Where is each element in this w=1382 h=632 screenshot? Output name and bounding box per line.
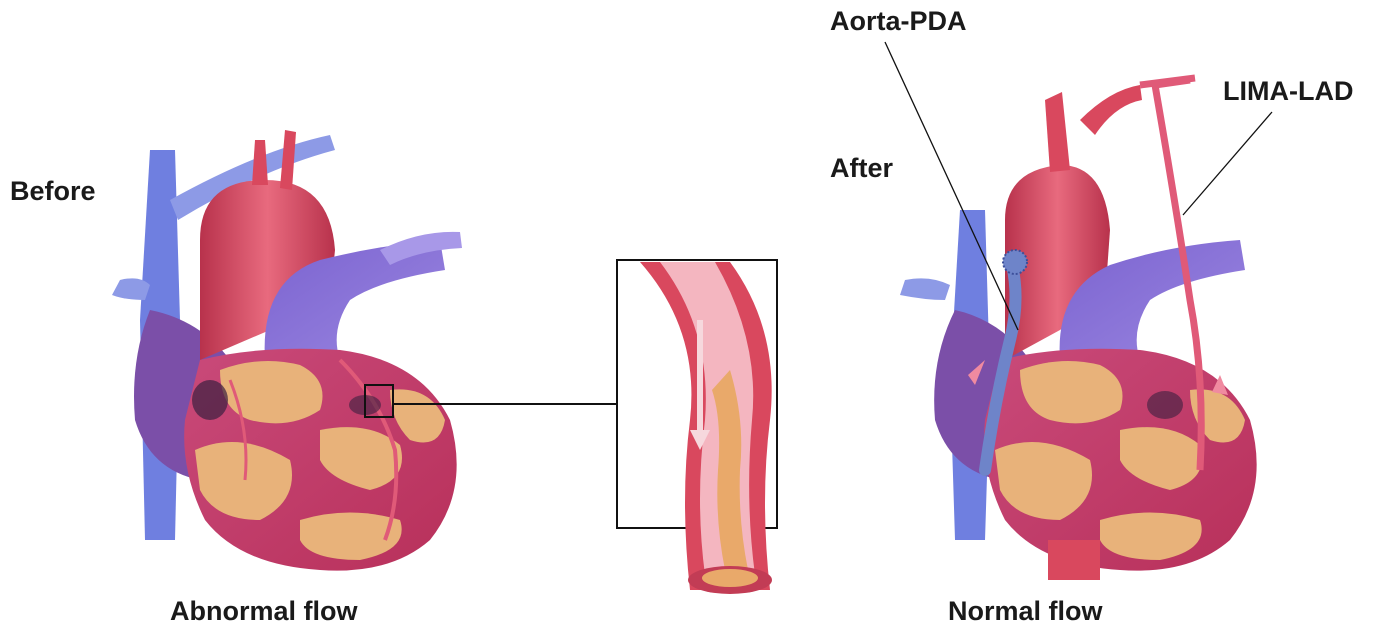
- heart-after: [885, 42, 1272, 580]
- magnified-vessel: [617, 260, 777, 594]
- lima-lad-callout-line: [1183, 112, 1272, 215]
- abnormal-flow-caption: Abnormal flow: [170, 596, 358, 627]
- aorta-pda-label: Aorta-PDA: [830, 6, 967, 37]
- heart-before: [112, 130, 617, 571]
- after-label: After: [830, 153, 893, 184]
- normal-flow-caption: Normal flow: [948, 596, 1103, 627]
- before-label: Before: [10, 176, 96, 207]
- lima-lad-label: LIMA-LAD: [1223, 76, 1353, 107]
